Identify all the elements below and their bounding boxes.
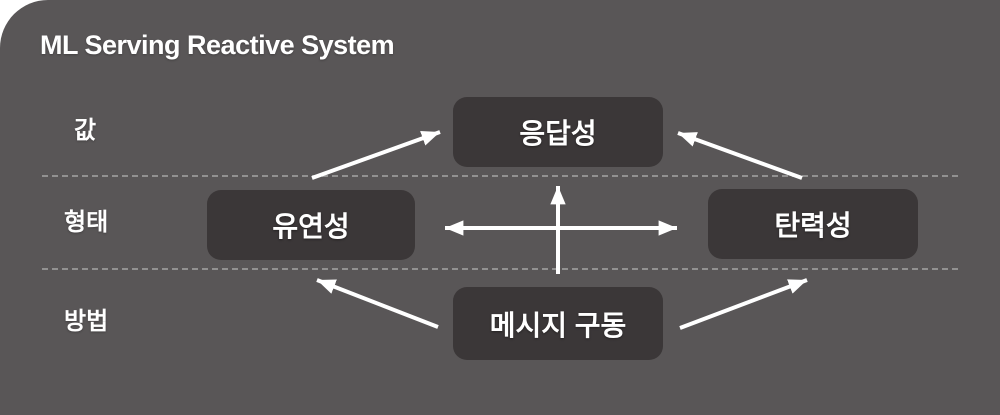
diagram-title: ML Serving Reactive System bbox=[40, 30, 395, 60]
node-responsiveness-label: 응답성 bbox=[519, 118, 597, 149]
node-flexibility-label: 유연성 bbox=[272, 211, 350, 242]
arrow-message-driven-to-elasticity bbox=[679, 278, 808, 330]
node-elasticity: 탄력성 bbox=[708, 189, 918, 259]
node-message-driven-label: 메시지 구동 bbox=[489, 309, 627, 341]
node-responsiveness: 응답성 bbox=[453, 97, 663, 167]
row-label-value: 값 bbox=[74, 117, 97, 144]
arrow-flexibility-to-responsiveness bbox=[311, 130, 441, 180]
row-label-form: 형태 bbox=[64, 209, 109, 236]
arrow-message-driven-to-flexibility bbox=[316, 278, 439, 329]
row-separator-top bbox=[42, 175, 958, 177]
node-message-driven: 메시지 구동 bbox=[453, 287, 663, 360]
node-flexibility: 유연성 bbox=[207, 190, 415, 260]
node-elasticity-label: 탄력성 bbox=[774, 210, 852, 241]
arrow-elasticity-to-responsiveness bbox=[677, 131, 803, 180]
row-label-method: 방법 bbox=[64, 308, 109, 335]
row-separator-bottom bbox=[42, 268, 958, 270]
